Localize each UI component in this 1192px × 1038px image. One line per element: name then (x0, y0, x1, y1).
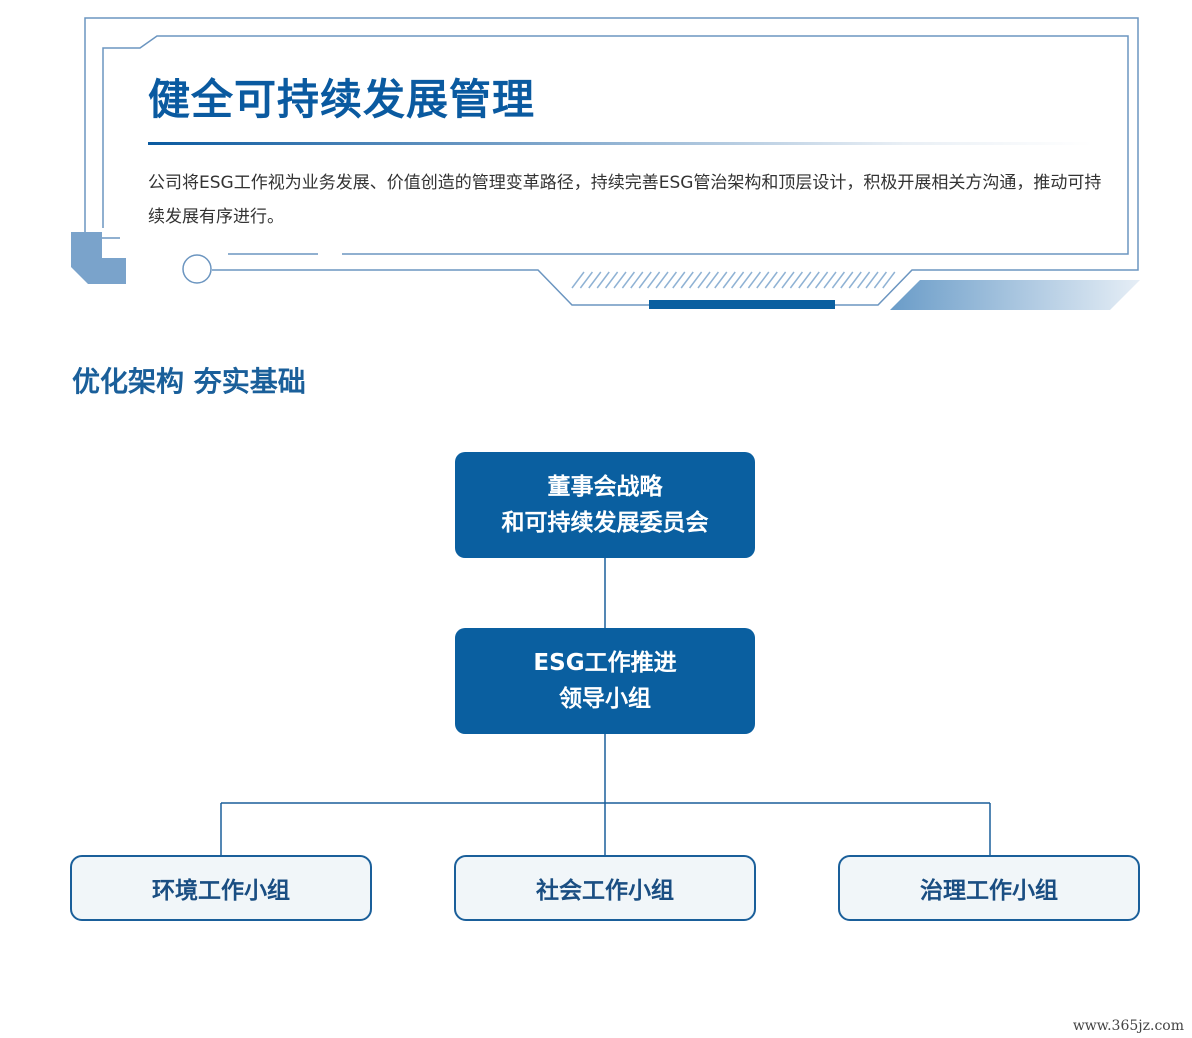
hatch-mark (781, 271, 795, 289)
esg-leading-group-line1: ESG工作推进 (533, 650, 677, 676)
hatch-mark (579, 271, 594, 289)
title-underline (148, 142, 1093, 145)
social-group-node: 社会工作小组 (454, 855, 756, 921)
hatch-mark (688, 271, 703, 289)
hatch-mark (714, 271, 728, 289)
hatch-mark (806, 271, 820, 289)
hatch-mark (756, 271, 770, 289)
hatch-mark (798, 271, 812, 289)
hatch-mark (672, 271, 686, 289)
outer-frame-line (84, 17, 1139, 306)
governance-group-label: 治理工作小组 (920, 878, 1058, 904)
header-frame (71, 17, 1140, 310)
hatch-mark (865, 271, 879, 289)
esg-leading-group-line2: 领导小组 (559, 686, 651, 712)
hatch-mark (823, 271, 837, 289)
hatch-mark (630, 271, 644, 289)
hatch-mark (697, 271, 711, 289)
governance-group-node: 治理工作小组 (838, 855, 1140, 921)
watermark: www.365jz.com (1072, 1018, 1184, 1034)
hatch-mark (680, 271, 694, 289)
hatch-mark (789, 271, 804, 289)
hatch-mark (831, 271, 846, 289)
hatch-mark (571, 271, 585, 289)
hatch-mark (638, 271, 652, 289)
hatch-mark (840, 271, 854, 289)
hatch-mark (856, 271, 871, 289)
org-connectors (220, 558, 991, 855)
hatch-mark (747, 271, 762, 289)
hatch-mark (604, 271, 619, 289)
social-group-label: 社会工作小组 (536, 878, 674, 904)
page-title: 健全可持续发展管理 (148, 75, 536, 124)
hatch-mark (655, 271, 669, 289)
hatch-mark (588, 271, 602, 289)
board-committee-line1: 董事会战略 (547, 474, 663, 500)
hatch-mark (663, 271, 678, 289)
hatch-mark (730, 271, 745, 289)
hatch-mark (705, 271, 720, 289)
board-committee-line2: 和可持续发展委员会 (501, 510, 709, 536)
hatch-mark (882, 271, 896, 289)
hatch-mark (646, 271, 661, 289)
hatch-mark (848, 271, 862, 289)
section-title: 优化架构 夯实基础 (72, 365, 306, 398)
board-committee-node: 董事会战略 和可持续发展委员会 (455, 452, 755, 558)
hatch-mark (814, 271, 829, 289)
hatch-mark (764, 271, 778, 289)
environment-group-label: 环境工作小组 (152, 878, 290, 904)
corner-block (71, 232, 126, 284)
frame-gradient-bar (890, 280, 1140, 310)
frame-dark-bar (649, 300, 835, 309)
hatch-mark (739, 271, 753, 289)
hatch-mark (621, 271, 636, 289)
hatch-mark (772, 271, 787, 289)
hatch-pattern (571, 271, 896, 289)
environment-group-node: 环境工作小组 (70, 855, 372, 921)
esg-leading-group-node: ESG工作推进 领导小组 (455, 628, 755, 734)
hatch-mark (873, 271, 888, 289)
hatch-mark (613, 271, 627, 289)
page-description: 公司将ESG工作视为业务发展、价值创造的管理变革路径，持续完善ESG管治架构和顶… (148, 173, 1102, 227)
hatch-mark (722, 271, 736, 289)
frame-circle (182, 254, 212, 284)
inner-frame-line (102, 35, 1129, 255)
hatch-mark (596, 271, 610, 289)
